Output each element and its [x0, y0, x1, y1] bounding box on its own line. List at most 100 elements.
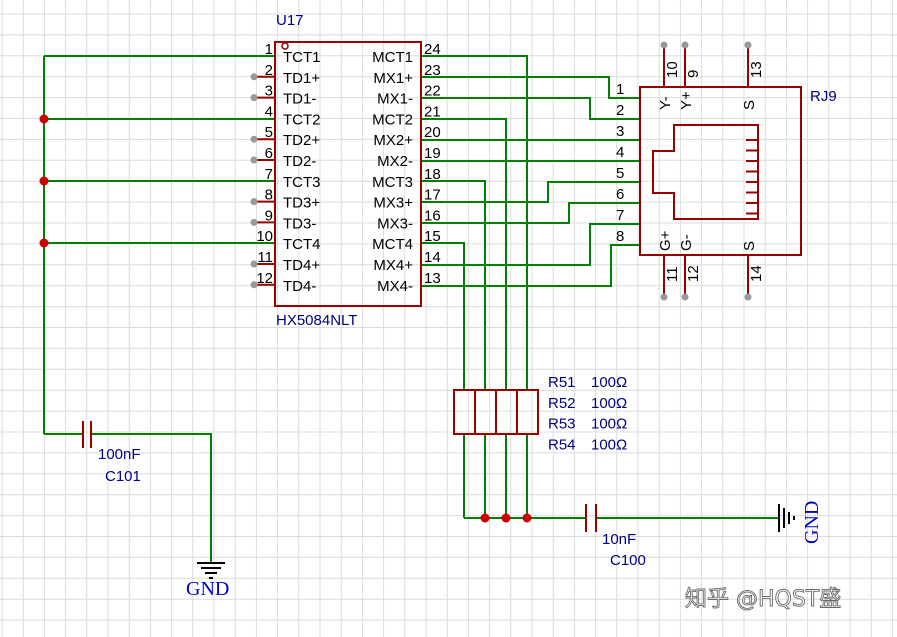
rj9-pin-number: 2	[616, 102, 624, 119]
u17-pin-name: MX1+	[373, 70, 413, 87]
rj9-pin-number: 10	[664, 61, 681, 78]
wire-mx1p	[421, 76, 640, 99]
resistor-value: 100Ω	[591, 374, 627, 391]
rj9-pin-dot[interactable]	[660, 41, 668, 49]
u17-pin-name: MX4+	[373, 257, 413, 274]
u17-pin-number: 11	[257, 249, 273, 266]
u17-pin-dot[interactable]	[250, 198, 258, 206]
c101-component[interactable]	[82, 421, 92, 448]
u17-pin-name: MX3-	[377, 215, 413, 232]
rj9-pin-name: G-	[678, 234, 695, 251]
u17-pin-number: 13	[424, 270, 441, 287]
c100-ref: C100	[610, 552, 646, 569]
rj9-pin-number: 9	[685, 70, 702, 78]
u17-pin-dot[interactable]	[250, 260, 258, 268]
u17-pin-name: MCT3	[372, 174, 413, 191]
rj9-top-pins: 10Y-9Y+13S	[657, 41, 765, 110]
rj9-jack-outline	[652, 124, 759, 220]
u17-pin-number: 12	[256, 270, 273, 287]
rj9-bottom-pins: 11 G+ 12 G- 14 S	[657, 230, 765, 301]
rj9-pin-number: 12	[685, 265, 702, 282]
rj9-ref: RJ9	[810, 88, 837, 105]
u17-pin-dot[interactable]	[250, 281, 258, 289]
rj9-pin-number: 8	[616, 228, 624, 245]
resistor-value: 100Ω	[591, 436, 627, 453]
u17-pin-name: TD4+	[283, 257, 320, 274]
u17-pin-number: 6	[265, 145, 273, 162]
rj9-pin-dot[interactable]	[744, 293, 752, 301]
wire-mx1n	[421, 97, 640, 120]
u17-pin-number: 20	[424, 124, 441, 141]
rj9-pin-dot[interactable]	[681, 293, 689, 301]
u17-pin-dot[interactable]	[250, 73, 258, 81]
u17-pin-number: 15	[424, 228, 441, 245]
u17-pin-name: MX2-	[377, 153, 413, 170]
u17-pin-number: 5	[265, 124, 273, 141]
rj9-pin-number: 5	[616, 165, 624, 182]
u17-pin-number: 14	[424, 249, 441, 266]
junctions	[39, 114, 532, 523]
u17-pin-name: TD1+	[283, 70, 320, 87]
u17-pin-name: TD3-	[283, 215, 316, 232]
u17-pin-number: 3	[265, 83, 273, 100]
rj9-pin-dot[interactable]	[744, 41, 752, 49]
rj9-pin-number: 4	[616, 144, 624, 161]
rj9-pin-name: S	[741, 241, 758, 251]
u17-pin-dot[interactable]	[250, 94, 258, 102]
u17-pin-name: TD4-	[283, 278, 316, 295]
rj9-pin-number: 13	[748, 61, 765, 78]
wire-mct1	[421, 55, 528, 390]
u17-pin-name: MX3+	[373, 195, 413, 212]
gnd-symbol-left	[197, 562, 225, 579]
u17-pin-number: 18	[424, 166, 441, 183]
rj9-pin-number: 14	[748, 265, 765, 282]
u17-pin-number: 24	[424, 41, 441, 58]
u17-pin-number: 22	[424, 83, 441, 100]
rj9-pin-name: G+	[657, 230, 674, 251]
wire-mct2	[421, 118, 507, 390]
resistor-ref: R53	[548, 416, 576, 433]
resistor-ref: R51	[548, 374, 576, 391]
u17-pin-dot[interactable]	[250, 135, 258, 143]
gnd-label-right: GND	[801, 501, 823, 544]
junction-tct4	[39, 238, 49, 248]
rj9-pin-number: 6	[616, 186, 624, 203]
u17-pin-name: TD1-	[283, 91, 316, 108]
resistor-ref: R52	[548, 395, 576, 412]
resistor-value: 100Ω	[591, 395, 627, 412]
u17-pin-dot[interactable]	[250, 218, 258, 226]
rj9-pin-dot[interactable]	[681, 41, 689, 49]
c100-value: 10nF	[602, 531, 636, 548]
junction-tct2	[39, 114, 49, 124]
c100-component[interactable]	[585, 504, 597, 532]
c101-value: 100nF	[98, 446, 141, 463]
u17-pin-name: TD3+	[283, 195, 320, 212]
rj9-pin-number: 11	[664, 266, 681, 282]
wire-mx4n	[421, 244, 640, 287]
u17-pin-dot[interactable]	[250, 156, 258, 164]
u17-pin-name: MX1-	[377, 91, 413, 108]
gnd-label-left: GND	[186, 578, 229, 600]
u17-pin-name: TCT4	[283, 236, 321, 253]
u17-pin-name: TD2+	[283, 132, 320, 149]
rj9-pin-name: S	[741, 100, 758, 110]
u17-pin-name: TCT3	[283, 174, 321, 191]
u17-pin-name: MX2+	[373, 132, 413, 149]
rj9-pin-dot[interactable]	[660, 293, 668, 301]
rj9-pin-number: 3	[616, 123, 624, 140]
u17-ref: U17	[276, 12, 304, 29]
u17-pin-name: MX4-	[377, 278, 413, 295]
u17-pin-name: MCT2	[372, 111, 413, 128]
wire-mct4	[421, 242, 465, 390]
wire-mx4p	[421, 223, 640, 266]
u17-pin-name: TD2-	[283, 153, 316, 170]
resistor-bodies	[453, 389, 539, 435]
junction-r2	[480, 513, 490, 523]
rj9-pin-name: Y-	[657, 96, 674, 110]
